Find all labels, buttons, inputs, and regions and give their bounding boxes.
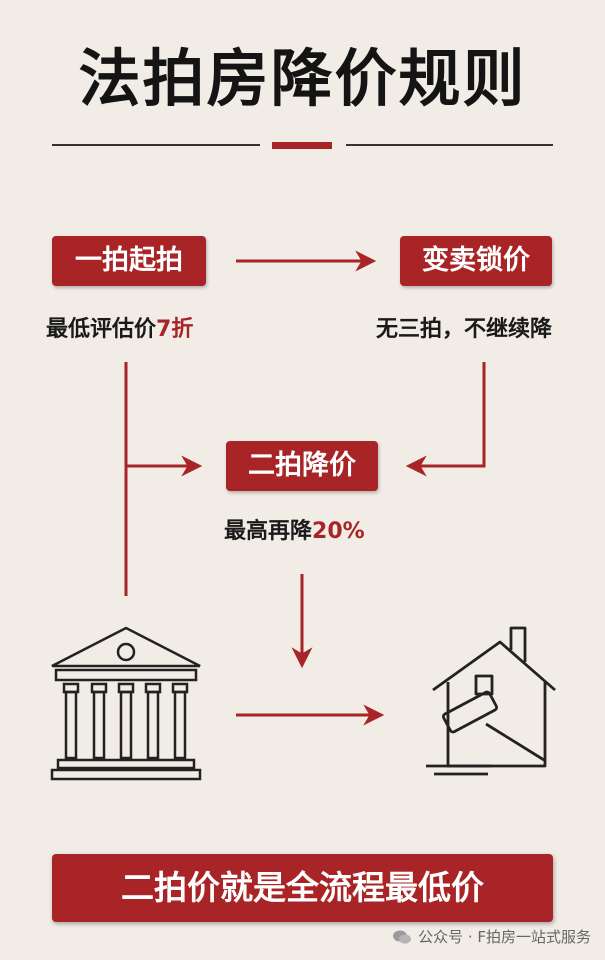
footer-text: 公众号 · F拍房一站式服务: [418, 928, 591, 946]
wechat-icon: [393, 930, 412, 944]
second-auction-pill: 二拍降价: [226, 441, 378, 491]
sell-off-note: 无三拍，不继续降: [376, 317, 553, 342]
house-gavel-icon: [426, 626, 556, 776]
sell-off-pill: 变卖锁价: [400, 236, 552, 286]
second-auction-note: 最高再降20%: [224, 519, 365, 544]
first-auction-note: 最低评估价7折: [46, 317, 194, 342]
first-auction-label: 一拍起拍: [75, 245, 183, 276]
footer-credit: 公众号 · F拍房一站式服务: [392, 926, 591, 947]
courthouse-icon: [50, 626, 202, 781]
title-divider-right: [346, 144, 553, 146]
title-divider-accent: [272, 142, 332, 149]
sell-off-label: 变卖锁价: [422, 245, 530, 276]
arrow-sell-to-second: [405, 362, 486, 477]
summary-banner: 二拍价就是全流程最低价: [52, 854, 553, 922]
title-divider-left: [52, 144, 260, 146]
second-auction-label: 二拍降价: [248, 450, 356, 481]
first-auction-pill: 一拍起拍: [52, 236, 206, 286]
page-title: 法拍房降价规则: [78, 42, 527, 115]
arrow-first-to-second: [124, 362, 203, 477]
